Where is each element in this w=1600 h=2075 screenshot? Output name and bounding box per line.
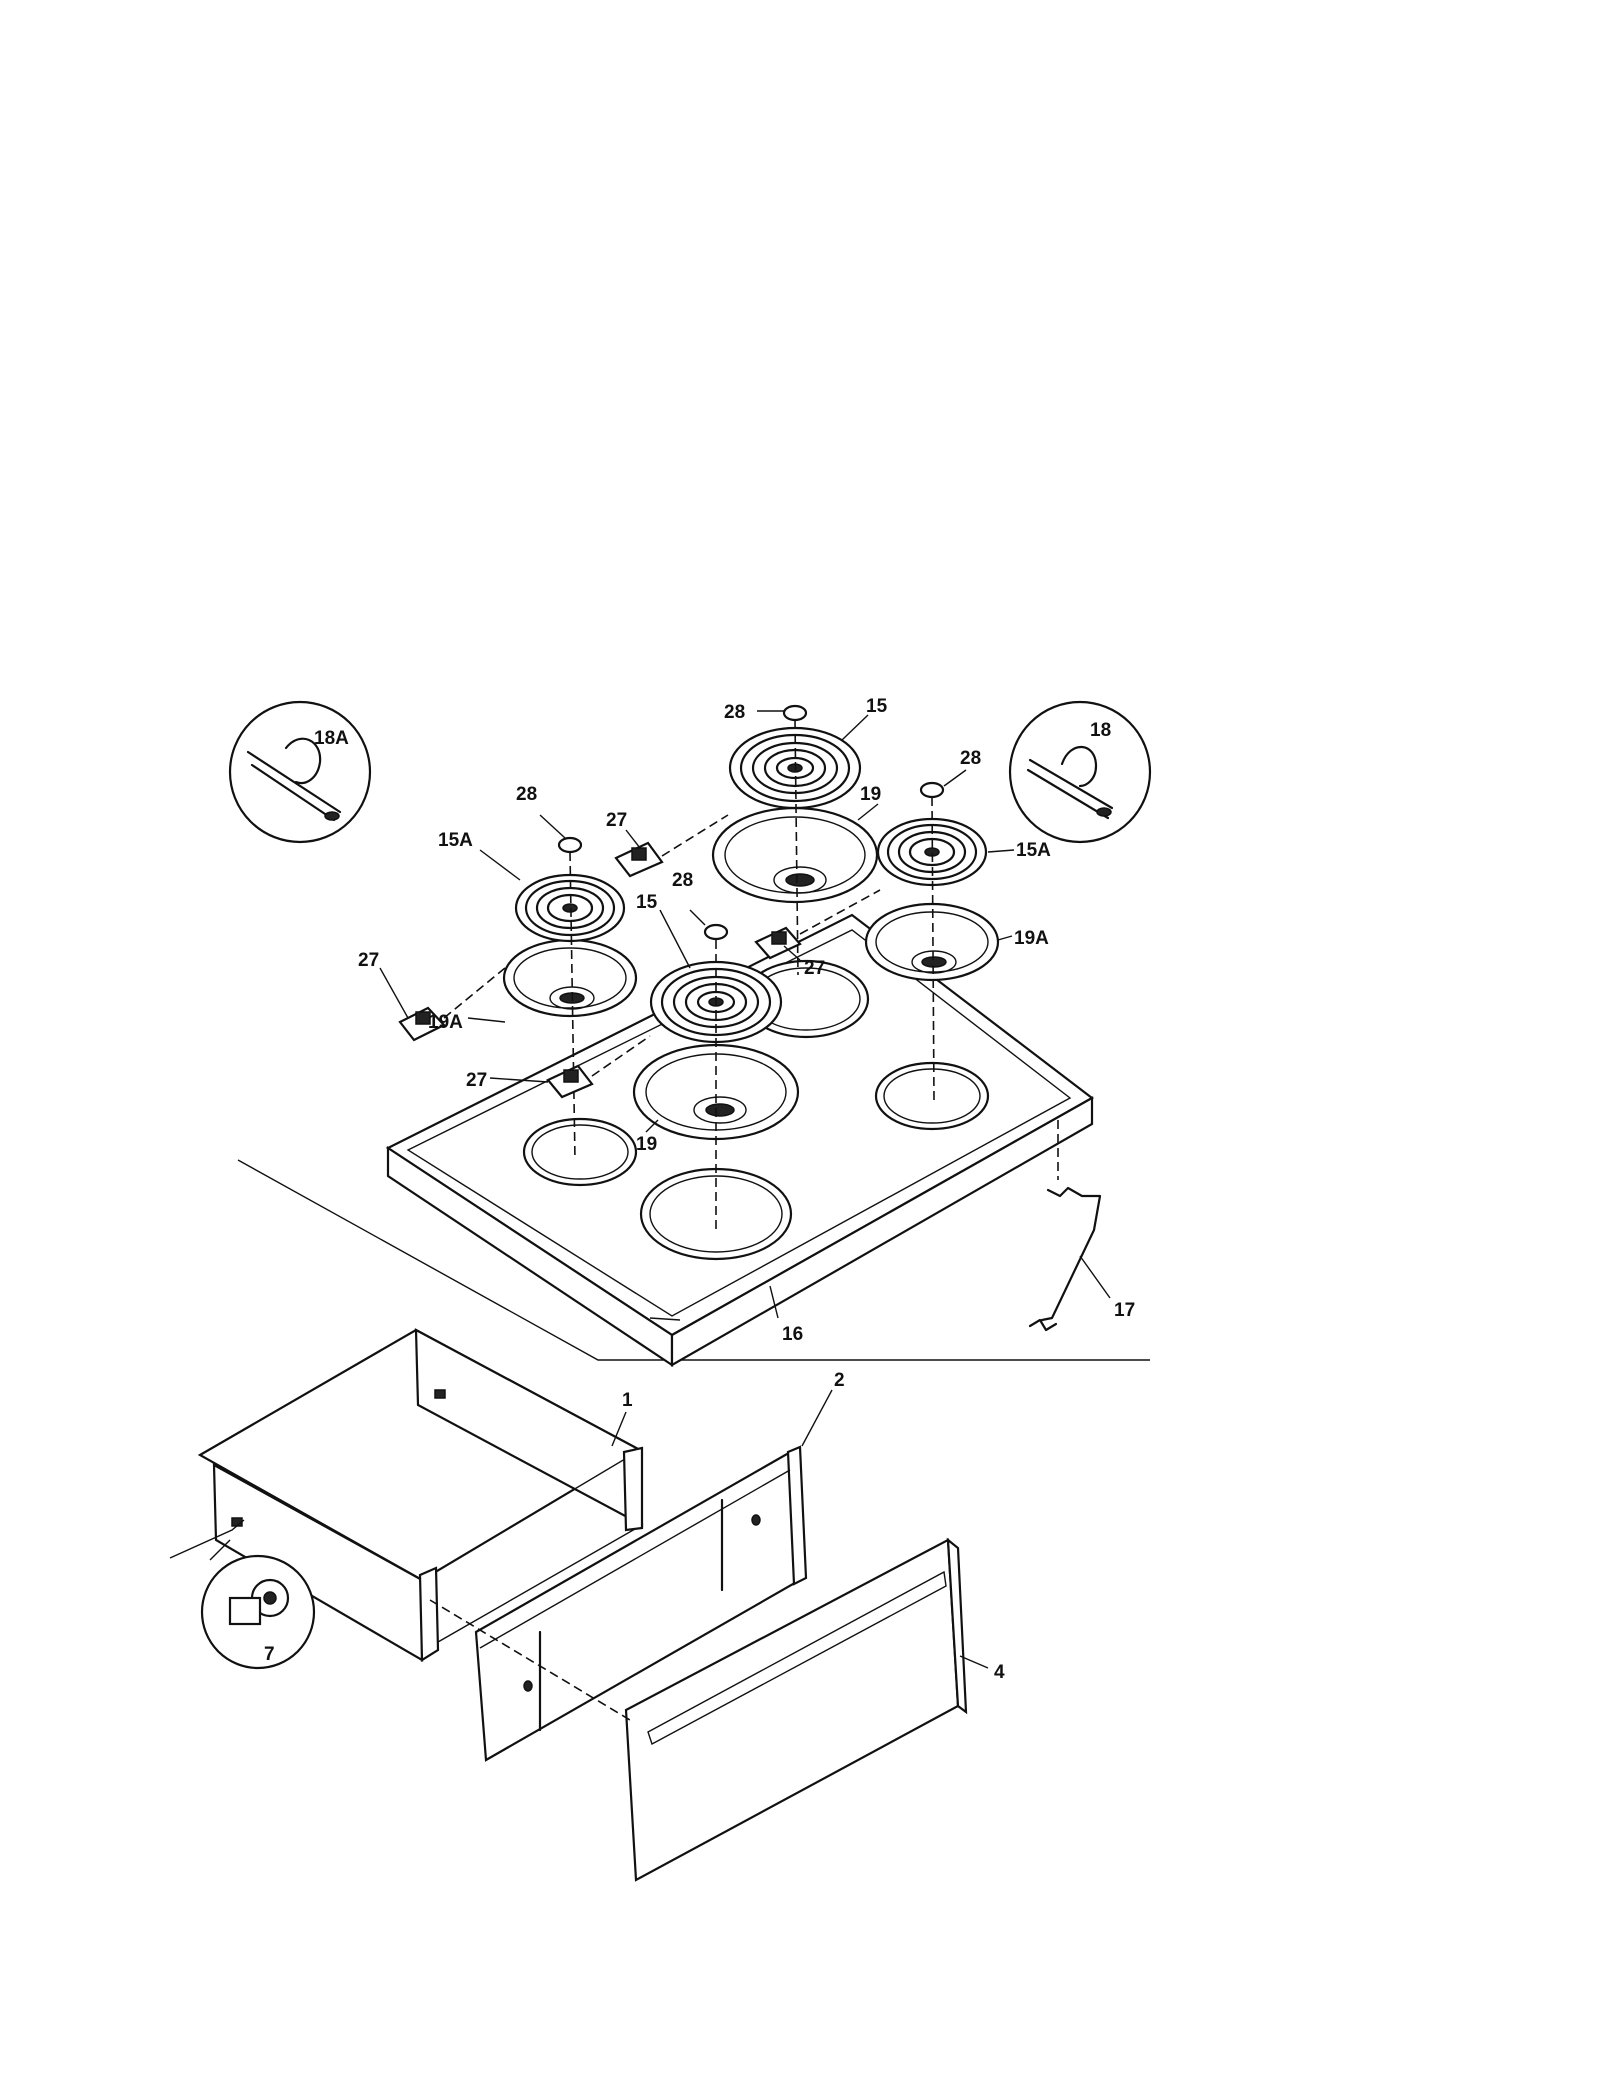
callout-28: 28 <box>724 702 745 723</box>
receptacle-27-left <box>398 967 506 1042</box>
alignment-lines <box>569 719 1059 1230</box>
inset-bracket-18 <box>1008 700 1152 844</box>
callout-2: 2 <box>834 1370 845 1391</box>
callout-27: 27 <box>804 958 825 979</box>
callout-15A: 15A <box>438 830 473 851</box>
callout-19: 19 <box>636 1134 657 1155</box>
callout-18A: 18A <box>314 728 349 749</box>
callout-27: 27 <box>606 810 627 831</box>
drawer-front-panel-4 <box>624 1537 968 1882</box>
callout-28: 28 <box>516 784 537 805</box>
callout-1: 1 <box>622 1390 633 1411</box>
callout-17: 17 <box>1114 1300 1135 1321</box>
anti-tip-bracket-17 <box>1028 1186 1102 1332</box>
callout-28: 28 <box>672 870 693 891</box>
leader-lines <box>379 710 1111 1669</box>
callout-18: 18 <box>1090 720 1111 741</box>
drip-bowl-19-rear <box>711 806 879 904</box>
callout-27: 27 <box>466 1070 487 1091</box>
callout-15: 15 <box>866 696 888 717</box>
callout-15: 15 <box>636 892 658 913</box>
callout-7: 7 <box>264 1644 275 1665</box>
callout-19A: 19A <box>428 1012 463 1033</box>
receptacle-27-right <box>754 889 881 960</box>
inset-bracket-18A <box>228 700 372 844</box>
drawer-alignment-line <box>429 1599 631 1721</box>
callout-15A: 15A <box>1016 840 1051 861</box>
receptacle-27-bottom <box>546 1035 651 1099</box>
drip-bowl-19A-left <box>502 938 638 1018</box>
storage-drawer-1 <box>197 1328 644 1662</box>
cap-28-center <box>703 923 729 941</box>
drip-bowl-19-front <box>632 1043 800 1141</box>
callout-19A: 19A <box>1014 928 1049 949</box>
callout-19: 19 <box>860 784 881 805</box>
drawer-panel-2 <box>474 1445 808 1762</box>
inset-roller-7 <box>169 1519 316 1670</box>
callout-28: 28 <box>960 748 981 769</box>
callout-labels: 28 15 18 18A 28 28 27 19 15A 15A 28 15 2… <box>264 696 1135 1683</box>
cap-28-left <box>557 836 583 854</box>
callout-16: 16 <box>782 1324 803 1345</box>
section-divider-line <box>237 1159 1150 1361</box>
callout-4: 4 <box>994 1662 1005 1683</box>
receptacle-27-top <box>614 814 729 878</box>
callout-27: 27 <box>358 950 379 971</box>
cap-28-rear <box>782 704 808 722</box>
cap-28-right <box>919 781 945 799</box>
